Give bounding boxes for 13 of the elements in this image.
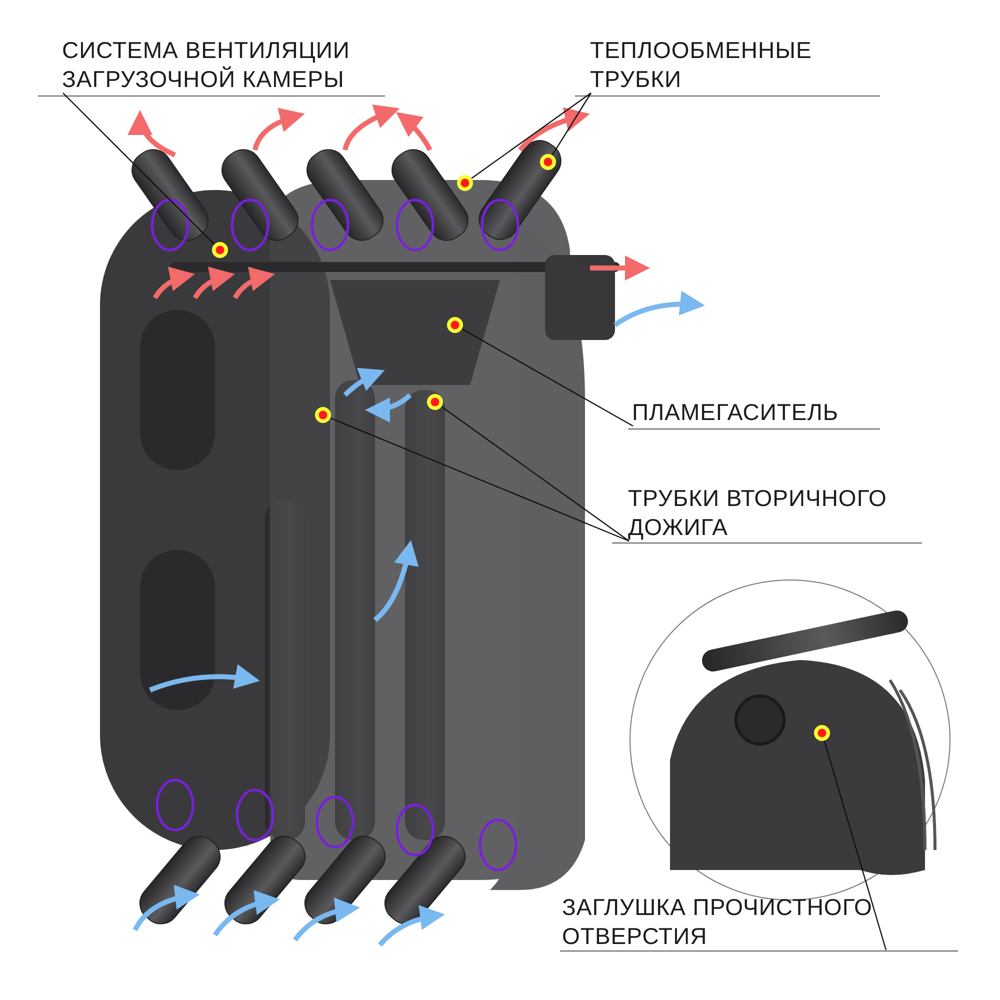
callout-label: СИСТЕМА ВЕНТИЛЯЦИИ ЗАГРУЗОЧНОЙ КАМЕРЫ [62, 36, 407, 94]
leader-line [62, 92, 215, 245]
leader-line [552, 92, 592, 156]
callout-label: ТЕПЛООБМЕННЫЕ ТРУБКИ [590, 36, 860, 94]
leader-line [471, 92, 592, 179]
leader-line [330, 418, 630, 542]
leader-line [441, 406, 630, 542]
callout-label: ТРУБКИ ВТОРИЧНОГО ДОЖИГА [628, 484, 948, 542]
leader-line [462, 328, 634, 427]
leader-line [824, 740, 887, 950]
callout-label: ЗАГЛУШКА ПРОЧИСТНОГО ОТВЕРСТИЯ [562, 893, 887, 951]
callout-dot [457, 175, 473, 191]
callout-label: ПЛАМЕГАСИТЕЛЬ [632, 398, 892, 427]
